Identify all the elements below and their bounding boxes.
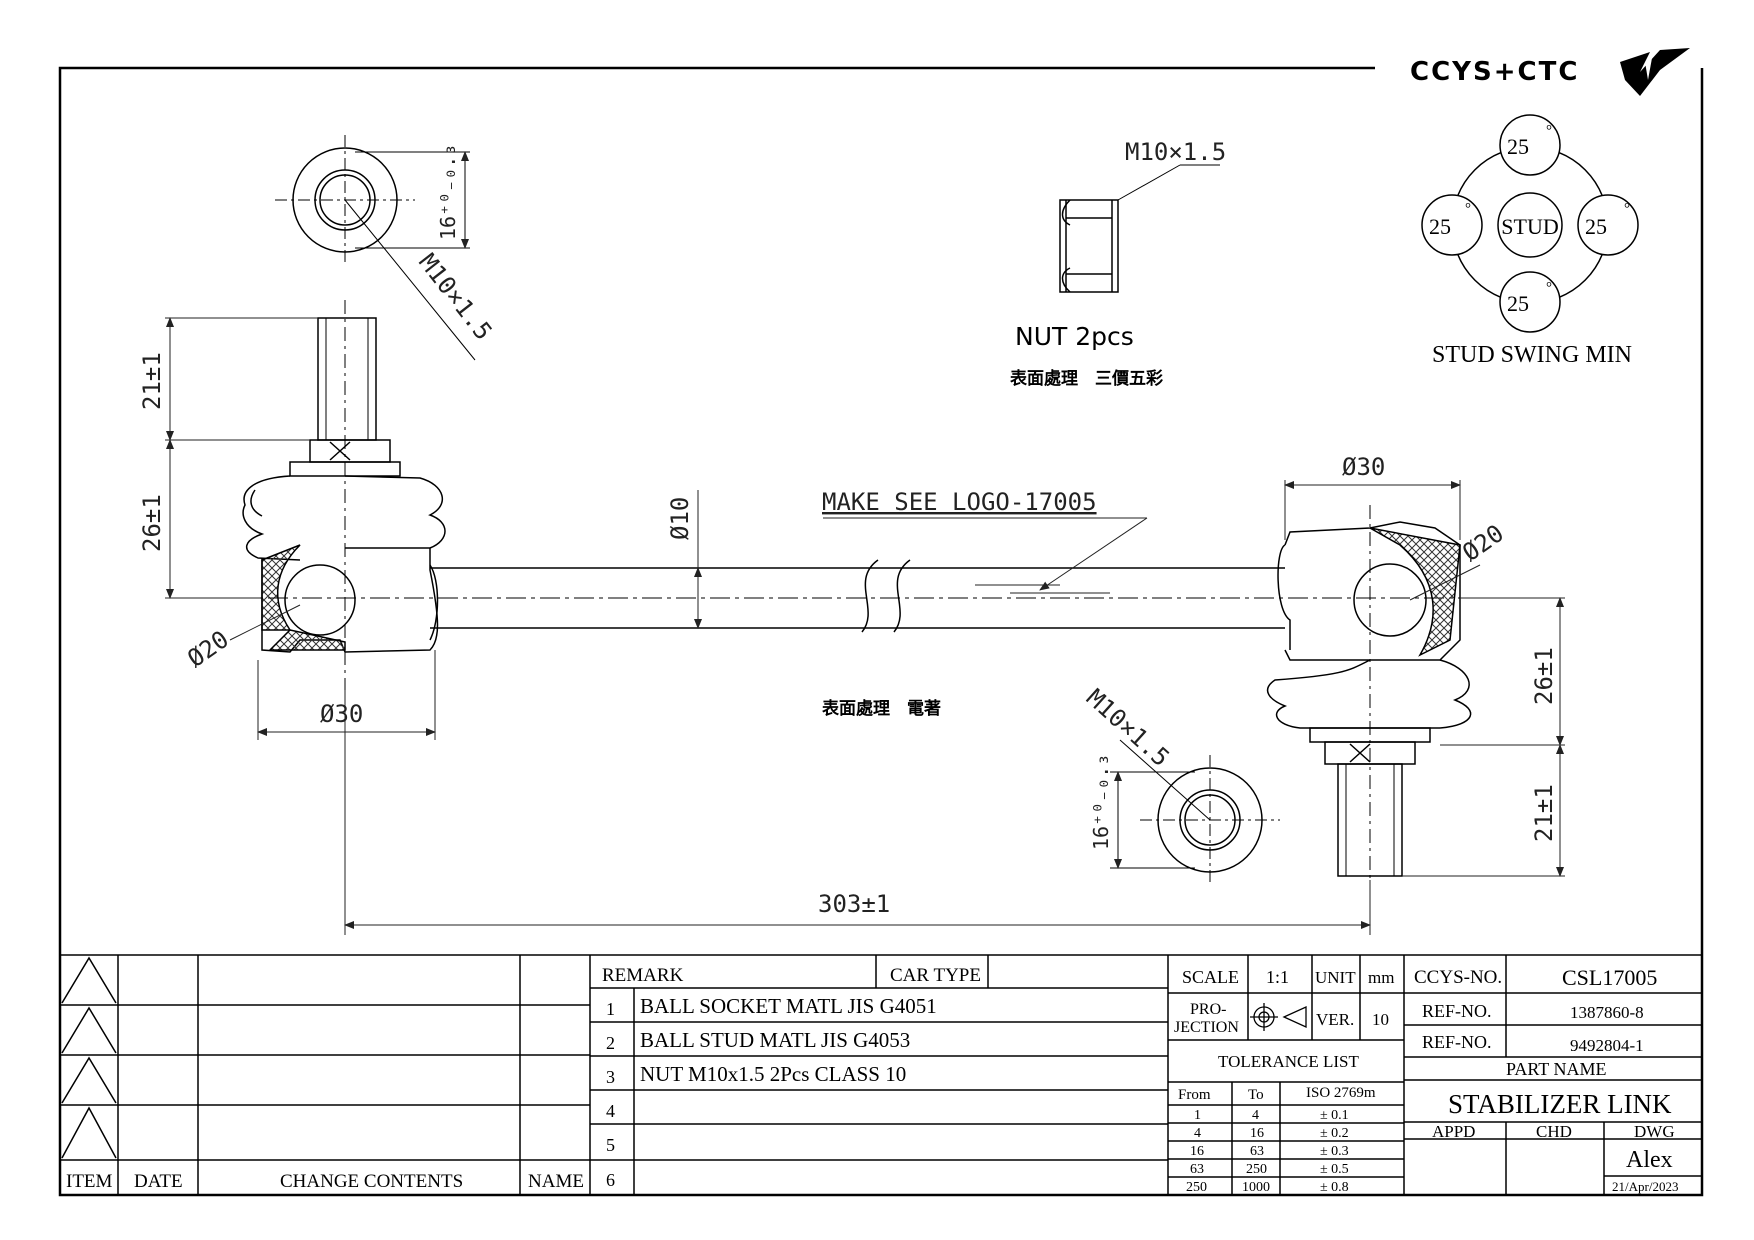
remark-no: 1 (606, 999, 615, 1019)
brand-logo: CCYS+CTC (1410, 48, 1690, 96)
right-washer-height-dim: 16⁺⁰₋₀.₃ (1089, 754, 1113, 850)
overall-length-dim: 303±1 (818, 890, 890, 918)
right-socket-diameter-dim: Ø20 (1457, 519, 1509, 567)
remark-text: BALL STUD MATL JIS G4053 (640, 1028, 910, 1052)
make-logo-note: MAKE SEE LOGO-17005 (822, 488, 1097, 516)
tolerance-title: TOLERANCE LIST (1218, 1052, 1359, 1071)
part-name-label: PART NAME (1506, 1059, 1606, 1079)
appd-label: APPD (1432, 1122, 1475, 1141)
remark-rows: 1 BALL SOCKET MATL JIS G4051 2 BALL STUD… (606, 994, 937, 1190)
tol-value: ± 0.1 (1320, 1108, 1349, 1123)
nut-surface-treatment: 表面處理 三價五彩 (1010, 368, 1163, 389)
drawer-name: Alex (1626, 1147, 1673, 1173)
svg-text:CCYS+CTC: CCYS+CTC (1410, 57, 1579, 87)
nut-label: NUT 2pcs (1015, 322, 1134, 351)
rev-date-header: DATE (134, 1171, 183, 1192)
right-body-diameter-dim: Ø30 (1342, 453, 1385, 481)
stud-swing-diagram (1421, 114, 1639, 333)
tolerance-rows: 1 4 ± 0.1 4 16 ± 0.2 16 63 ± 0.3 63 250 … (1186, 1108, 1349, 1195)
washer-thread-dim: M10×1.5 (413, 248, 497, 345)
swing-left: 25 (1429, 214, 1451, 239)
ref2-value: 9492804-1 (1570, 1036, 1644, 1055)
remark-no: 2 (606, 1033, 615, 1053)
rev-name-header: NAME (528, 1171, 584, 1192)
swing-right: 25 (1585, 214, 1607, 239)
drawing-date: 21/Apr/2023 (1612, 1179, 1678, 1194)
dwg-label: DWG (1634, 1122, 1675, 1141)
stud-length-dim: 21±1 (138, 352, 166, 410)
tol-value: ± 0.8 (1320, 1180, 1349, 1195)
car-type-header: CAR TYPE (890, 965, 981, 986)
tol-from: 4 (1194, 1126, 1201, 1141)
title-block-grid (60, 954, 1702, 1195)
ref1-label: REF-NO. (1422, 1001, 1492, 1021)
rev-change-header: CHANGE CONTENTS (280, 1171, 463, 1192)
drawing-frame (58, 66, 1704, 1197)
stabilizer-rod (200, 559, 1560, 633)
degree-right: ° (1624, 201, 1630, 217)
nut-thread-dim: M10×1.5 (1125, 138, 1226, 166)
rev-item-header: ITEM (66, 1171, 113, 1192)
projection-label-1: PRO- (1190, 1001, 1226, 1018)
remark-no: 6 (606, 1170, 615, 1190)
socket-diameter-dim: Ø20 (182, 625, 234, 673)
degree-left: ° (1465, 201, 1471, 217)
tol-to: 1000 (1242, 1180, 1270, 1195)
washer-height-dim: 16⁺⁰₋₀.₃ (436, 144, 460, 240)
ccys-value: CSL17005 (1562, 965, 1657, 990)
washer-top-left (275, 135, 476, 361)
swing-top: 25 (1507, 134, 1529, 159)
tol-from: 250 (1186, 1180, 1207, 1195)
swing-bottom: 25 (1507, 291, 1529, 316)
part-name: STABILIZER LINK (1448, 1089, 1672, 1119)
ref1-value: 1387860-8 (1570, 1003, 1644, 1022)
tol-from: 63 (1190, 1162, 1204, 1177)
tol-value: ± 0.5 (1320, 1162, 1349, 1177)
swing-title: STUD SWING MIN (1432, 342, 1632, 368)
tol-to: 4 (1252, 1108, 1259, 1123)
tol-value: ± 0.3 (1320, 1144, 1349, 1159)
swing-center: STUD (1501, 214, 1558, 239)
chd-label: CHD (1536, 1122, 1572, 1141)
right-stud-length-dim: 21±1 (1530, 784, 1558, 842)
tol-to: 250 (1246, 1162, 1267, 1177)
tol-to: 16 (1250, 1126, 1264, 1141)
remark-text: BALL SOCKET MATL JIS G4051 (640, 994, 937, 1018)
remark-no: 5 (606, 1135, 615, 1155)
ccys-label: CCYS-NO. (1414, 967, 1502, 988)
tol-to: 63 (1250, 1144, 1264, 1159)
remark-no: 4 (606, 1101, 615, 1121)
unit-value: mm (1368, 968, 1394, 987)
scale-value: 1:1 (1266, 967, 1289, 987)
tol-from: 16 (1190, 1144, 1204, 1159)
projection-label-2: JECTION (1174, 1019, 1239, 1036)
nut-view (1059, 164, 1220, 293)
tol-iso-header: ISO 2769m (1306, 1085, 1376, 1101)
right-ball-joint (1266, 505, 1472, 920)
remark-header: REMARK (602, 965, 684, 986)
ver-label: VER. (1316, 1010, 1354, 1029)
degree-bottom: ° (1546, 280, 1552, 296)
remark-text: NUT M10x1.5 2Pcs CLASS 10 (640, 1062, 906, 1086)
body-surface-treatment: 表面處理 電著 (822, 698, 941, 719)
left-ball-joint (242, 300, 446, 690)
tol-from-header: From (1178, 1087, 1211, 1103)
stud-height-dim: 26±1 (138, 494, 166, 552)
remark-no: 3 (606, 1067, 615, 1087)
tol-value: ± 0.2 (1320, 1126, 1349, 1141)
ref2-label: REF-NO. (1422, 1032, 1492, 1052)
rod-diameter-dim: Ø10 (666, 497, 694, 540)
right-stud-height-dim: 26±1 (1530, 647, 1558, 705)
body-diameter-dim: Ø30 (320, 700, 363, 728)
washer-bottom-right (1110, 739, 1280, 885)
dimension-lines (165, 317, 1565, 935)
tol-from: 1 (1194, 1108, 1201, 1123)
ver-value: 10 (1372, 1010, 1389, 1029)
scale-label: SCALE (1182, 967, 1239, 987)
unit-label: UNIT (1315, 968, 1356, 987)
degree-top: ° (1546, 123, 1552, 139)
projection-symbol-icon (1250, 1003, 1307, 1031)
tol-to-header: To (1248, 1087, 1264, 1103)
